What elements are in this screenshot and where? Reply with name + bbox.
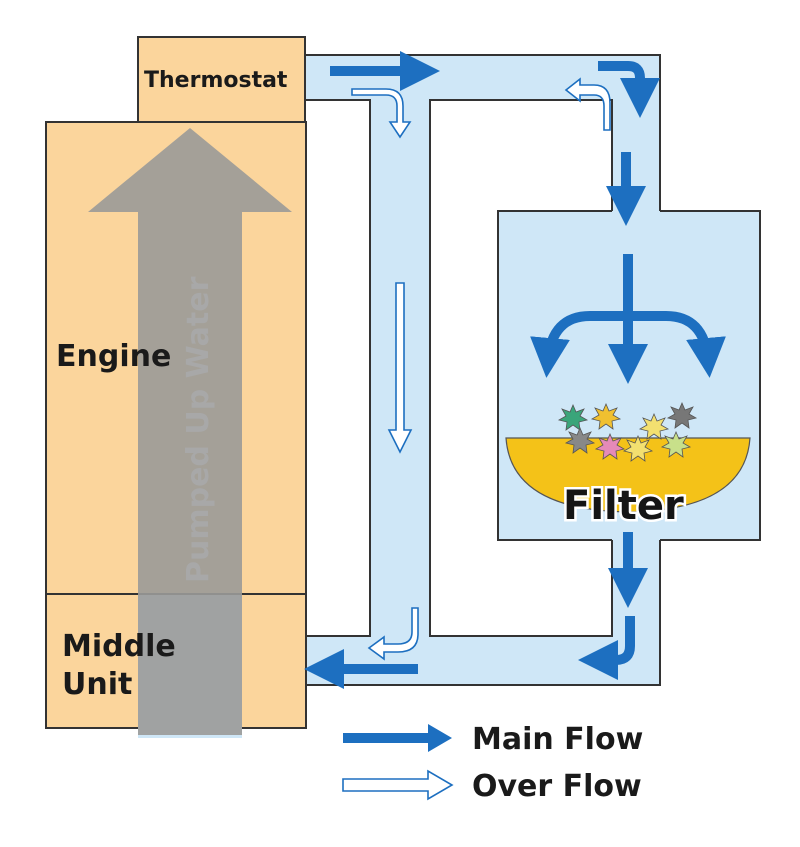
legend-over-flow: Over Flow — [342, 769, 642, 804]
middle-unit-label-line2: Unit — [62, 667, 132, 702]
filter-label: Filter — [563, 483, 684, 529]
debris-star-yellow-2 — [622, 434, 654, 462]
debris-star-lime — [660, 430, 692, 458]
over-flow-arrows — [351, 77, 611, 661]
legend-main-flow-arrow — [343, 724, 452, 752]
thermostat-label: Thermostat — [144, 68, 288, 93]
legend-over-flow-label: Over Flow — [472, 769, 642, 804]
legend-main-flow-label: Main Flow — [472, 722, 643, 757]
legend: Main Flow Over Flow — [342, 722, 643, 804]
pumped-water-arrow — [88, 128, 292, 738]
debris-star-yellow-1 — [590, 402, 622, 430]
engine-label: Engine — [56, 339, 171, 374]
over-flow-arrow-vertical — [387, 282, 413, 454]
debris-star-green — [557, 403, 589, 431]
pumped-water-label: Pumped Up Water — [181, 276, 216, 583]
over-flow-arrow-bottom-corner — [367, 607, 419, 661]
debris-particles — [557, 401, 698, 462]
debris-star-pink — [594, 432, 626, 460]
main-flow-arrow-corner-bottom — [578, 616, 635, 680]
debris-star-gray-1 — [564, 426, 596, 454]
over-flow-arrow-top-right — [564, 77, 611, 131]
main-flow-arrow-splitter-right — [628, 311, 726, 378]
over-flow-arrow-top-left — [351, 88, 412, 139]
legend-main-flow: Main Flow — [343, 722, 643, 757]
debris-star-gray-2 — [666, 401, 698, 429]
main-flow-arrow-splitter-left — [530, 311, 628, 378]
main-flow-arrow-corner-top — [598, 61, 660, 118]
main-flow-arrows — [304, 51, 726, 689]
thermostat-block — [137, 36, 306, 123]
middle-unit-label-line1: Middle — [62, 629, 176, 664]
debris-star-yellow-3 — [638, 412, 670, 440]
legend-over-flow-arrow — [342, 769, 454, 801]
